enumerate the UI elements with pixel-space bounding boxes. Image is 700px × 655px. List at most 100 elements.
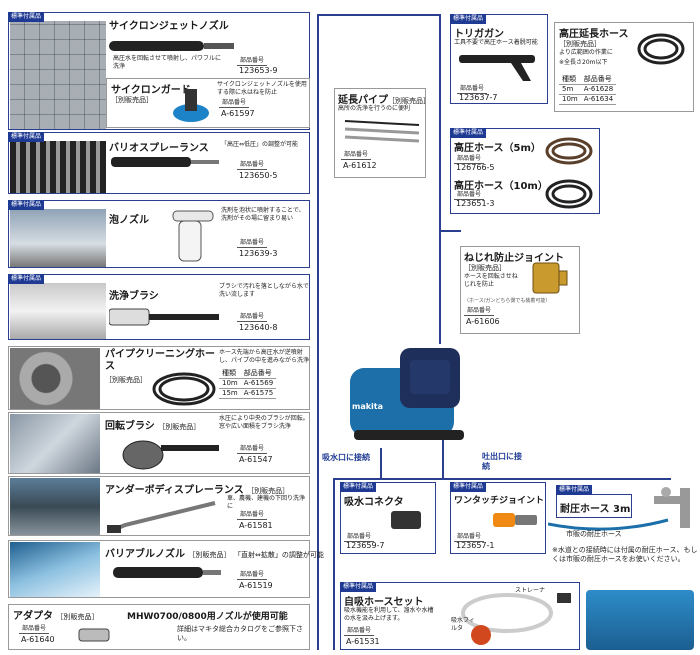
foam-nozzle-title: 泡ノズル (109, 215, 149, 226)
trigger-gun-desc: 工具不要で高圧ホース着脱可能 (454, 39, 538, 46)
rotary-brush-photo (10, 414, 100, 473)
onetouch-joint-part: 123657-1 (456, 541, 495, 550)
wash-brush-part: 123640-8 (239, 323, 278, 332)
pipe-hose-desc: ホース先端から高圧水が逆噴射し、パイプの中を進みながら洗浄 (219, 349, 310, 364)
hp-ext-hose-desc2: ※全長さ20m以下 (559, 59, 608, 66)
underbody-sub: ［別販売品］ (247, 487, 290, 495)
self-suction-title: 自吸ホースセット (344, 597, 424, 608)
variable-nozzle-icon (113, 567, 221, 578)
part-no-header: 部品番号 (240, 369, 277, 379)
foam-nozzle-icon (172, 210, 214, 262)
underbody-name: アンダーボディスプレーランス (105, 485, 244, 496)
hp-hose-card: 標準付属品 高圧ホース（5m） 部品番号 126766-5 高圧ホース（10m）… (450, 128, 600, 214)
underbody-title: アンダーボディスプレーランス ［別販売品］ (105, 481, 289, 496)
suction-connector-icon (391, 511, 421, 529)
self-suction-hose-icon (461, 593, 571, 645)
variable-nozzle-name: バリアブルノズル (105, 549, 185, 560)
inlet-line (380, 448, 382, 478)
standard-tag: 標準付属品 (556, 485, 593, 495)
part-no-label: 部品番号 (237, 313, 268, 322)
extension-pipe-sub: ［別販売品］ (388, 97, 430, 105)
strainer-label: ストレーナ (515, 587, 546, 594)
kind-cell: 10m (559, 94, 581, 105)
variable-nozzle-sub: ［別販売品］ (188, 551, 231, 559)
market-hose-label: 市販の耐圧ホース (566, 530, 622, 538)
hp-ext-hose-title: 高圧延長ホース (559, 29, 629, 40)
right-vertical-line (439, 14, 441, 344)
self-suction-card: 標準付属品 自吸ホースセット 吸水機能を利用して、溜水や水槽の水を汲み上げます。… (340, 582, 580, 650)
extension-pipe-title: 延長パイプ［別販売品］ (338, 91, 430, 106)
part-no-label: 部品番号 (237, 445, 268, 454)
onetouch-joint-icon (493, 513, 537, 527)
variable-nozzle-title: バリアブルノズル ［別販売品］ 「直射⇔拡散」の調整が可能 (105, 545, 324, 560)
standard-tag: 標準付属品 (8, 200, 45, 210)
part-no-label: 部品番号 (237, 571, 268, 580)
part-no-label: 部品番号 (19, 625, 50, 634)
variable-nozzle-photo (10, 542, 100, 597)
extension-pipe-desc: 高所の洗浄を行うのに便利 (338, 105, 411, 112)
pipe-hose-coil-icon (152, 372, 216, 406)
rotary-brush-name: 回転ブラシ (105, 421, 155, 432)
suction-connector-part: 123659-7 (346, 541, 385, 550)
onetouch-joint-title: ワンタッチジョイント (454, 496, 545, 506)
rotary-brush-sub: ［別販売品］ (158, 423, 201, 431)
kind-cell: 5m (559, 84, 581, 95)
variable-nozzle-desc: 「直射⇔拡散」の調整が可能 (233, 551, 324, 559)
rotary-brush-desc: 水圧により中央のブラシが回転。窓や広い面積をブラシ洗浄 (219, 415, 309, 430)
cyclone-guard-card: サイクロンガード ［別販売品］ サイクロンジェットノズルを使用する際に水はねを防… (106, 78, 310, 128)
hp-ext-hose-sub: ［別販売品］ (559, 40, 601, 48)
extension-pipe-card: 延長パイプ［別販売品］ 高所の洗浄を行うのに便利 部品番号 A-61612 (334, 88, 430, 178)
vario-spray-card: 標準付属品 バリオスプレーランス 「高圧⇔低圧」の調整が可能 部品番号 1236… (8, 132, 310, 194)
standard-tag: 標準付属品 (450, 14, 487, 24)
filter-label: 吸水フィルタ (451, 617, 475, 632)
standard-tag: 標準付属品 (8, 274, 45, 284)
part-no-label: 部品番号 (219, 99, 250, 108)
kink-joint-sub: ［別販売品］ (464, 264, 506, 272)
machine-brand: makita (352, 402, 384, 411)
part-no-label: 部品番号 (341, 151, 372, 160)
trigger-gun-title: トリガガン (454, 29, 504, 40)
cyclone-jet-title: サイクロンジェットノズル (109, 21, 229, 32)
foam-nozzle-card: 標準付属品 泡ノズル 洗剤を泡状に噴射することで、洗剤がその場に留まり易い 部品… (8, 200, 310, 268)
part-cell: A-61569 (240, 378, 277, 389)
hose-connector-line (441, 230, 461, 232)
hp-hose10-coil-icon (545, 179, 593, 209)
wash-brush-desc: ブラシで汚れを落としながら水で洗い流します (219, 283, 309, 298)
pressure-hose-line (548, 518, 669, 531)
hp-hose5-coil-icon (545, 137, 593, 165)
foam-nozzle-part: 123639-3 (239, 249, 278, 258)
variable-nozzle-card: バリアブルノズル ［別販売品］ 「直射⇔拡散」の調整が可能 部品番号 A-615… (8, 540, 324, 598)
part-no-label: 部品番号 (344, 627, 375, 636)
adapter-title: アダプタ ［別販売品］ (13, 607, 98, 622)
wash-brush-photo (10, 283, 106, 339)
kink-joint-note: （ホース/ガンどちら側でも装着可能） (464, 298, 551, 304)
kink-joint-icon (532, 262, 568, 294)
kind-header: 種類 (219, 369, 241, 379)
adapter-sub: ［別販売品］ (56, 613, 99, 621)
foam-nozzle-photo (10, 209, 106, 267)
standard-tag: 標準付属品 (450, 128, 487, 138)
part-no-label: 部品番号 (237, 511, 268, 520)
kind-cell: 10m (219, 378, 241, 389)
water-faucet-icon (654, 487, 690, 528)
pressure-hose-title: 耐圧ホース 3m (560, 504, 631, 515)
part-no-label: 部品番号 (464, 307, 495, 316)
main-vertical-line (317, 14, 319, 650)
underbody-photo (10, 478, 100, 535)
part-no-label: 部品番号 (454, 155, 485, 164)
part-no-label: 部品番号 (237, 161, 268, 170)
inlet-label: 吸水口に接続 (322, 453, 370, 462)
vario-spray-part: 123650-5 (239, 171, 278, 180)
self-suction-desc: 吸水機能を利用して、溜水や水槽の水を汲み上げます。 (344, 607, 434, 622)
wash-brush-card: 標準付属品 洗浄ブラシ ブラシで汚れを落としながら水で洗い流します 部品番号 1… (8, 274, 310, 340)
hp-hose5-part: 126766-5 (456, 163, 495, 172)
variable-nozzle-part: A-61519 (239, 581, 273, 590)
hp-ext-hose-desc1: より広範囲の作業に (559, 49, 613, 56)
part-no-label: 部品番号 (457, 85, 488, 94)
standard-tag: 標準付属品 (340, 582, 377, 592)
hp-ext-hose-coil-icon (637, 33, 685, 65)
